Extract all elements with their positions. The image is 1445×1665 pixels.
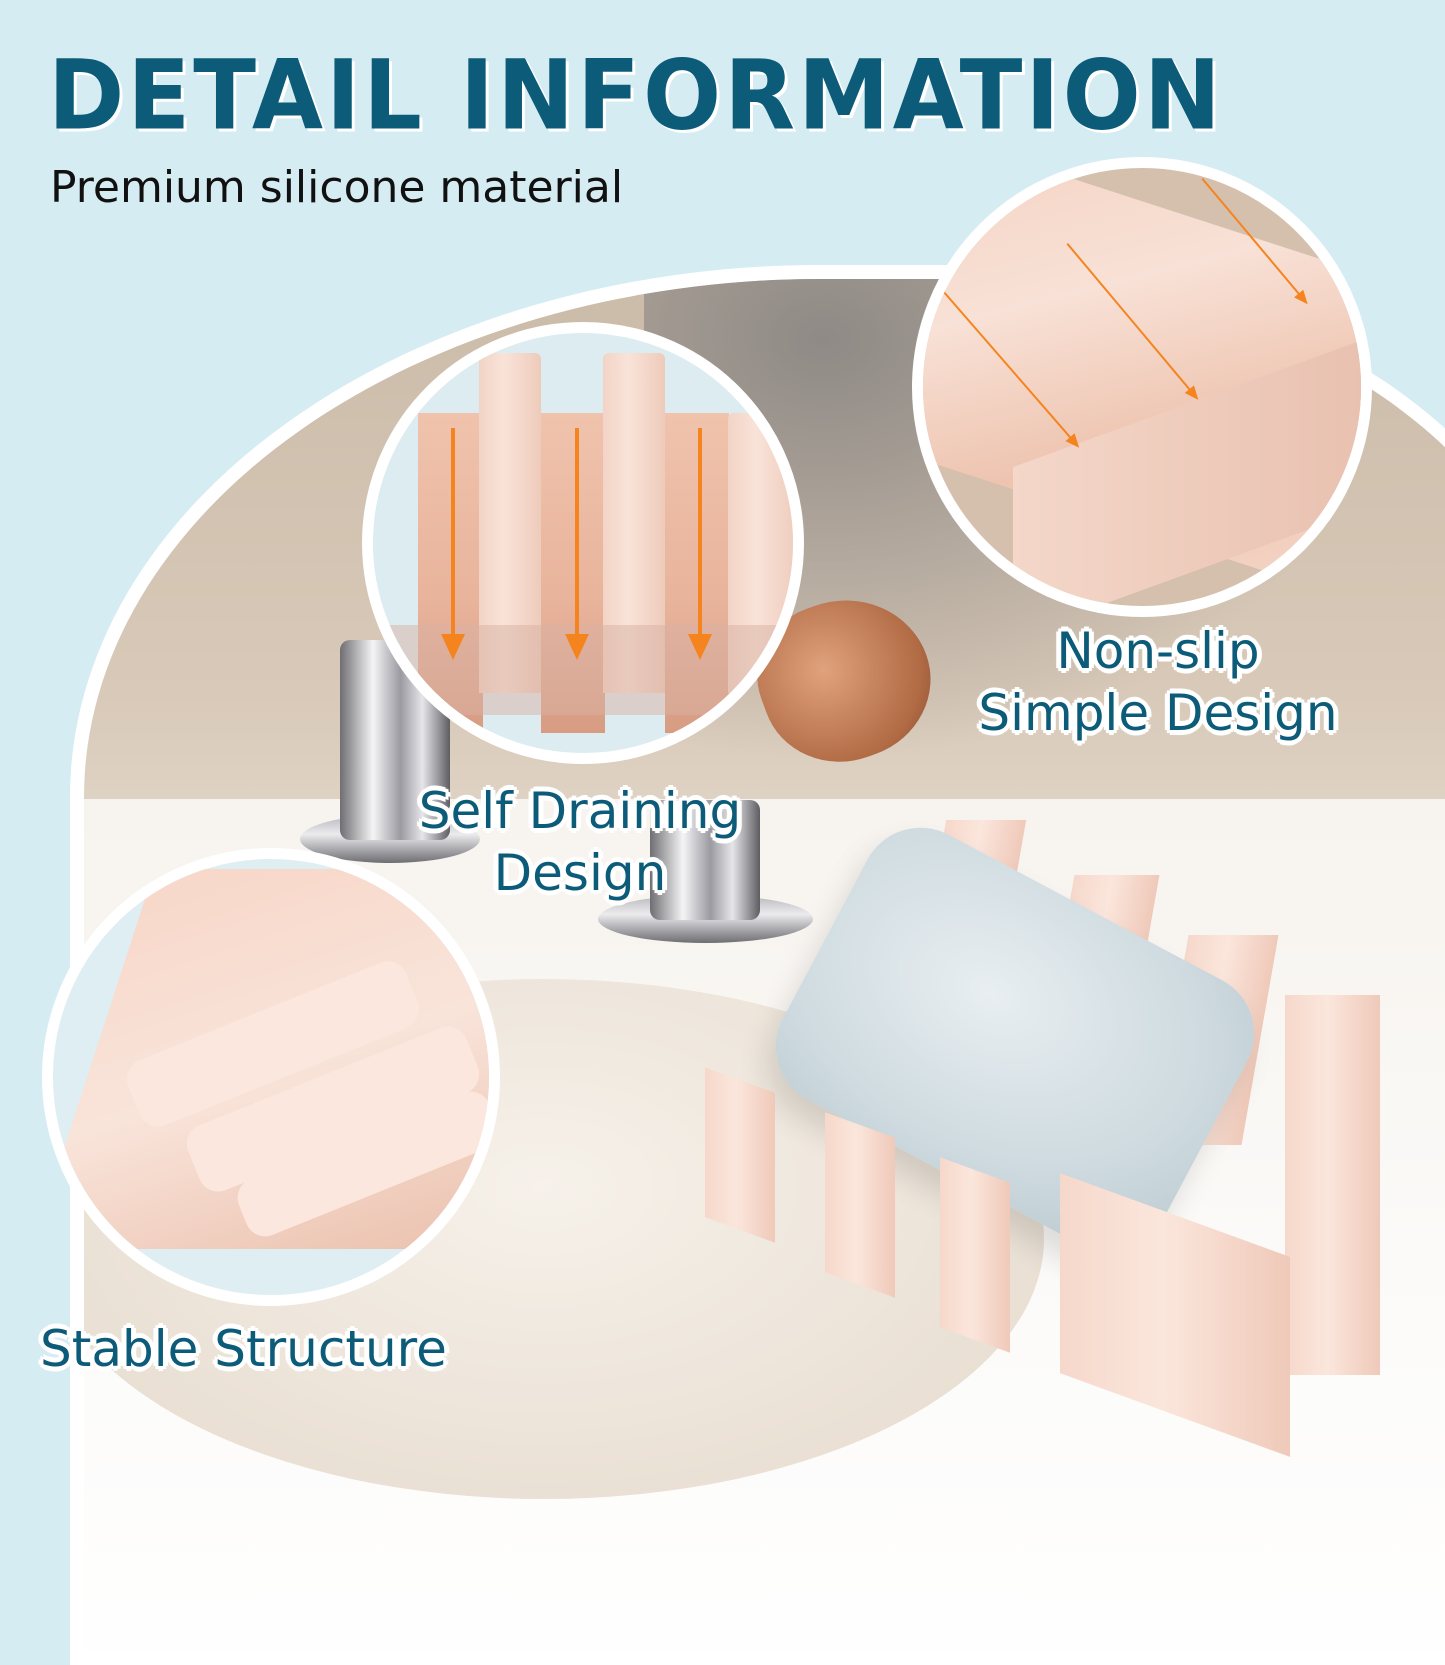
feature-label-self-draining: Self Draining Design [395,780,765,904]
page-title: DETAIL INFORMATION [48,39,1224,152]
orange-down-arrow-icon [441,428,465,660]
faucet-right [650,800,760,920]
self-draining-closeup [362,322,804,764]
feature-label-line: Simple Design [978,684,1338,742]
orange-down-arrow-icon [565,428,589,660]
dish-front-tooth [705,1067,775,1243]
dish-front-tooth [940,1157,1010,1353]
page-subtitle: Premium silicone material [50,162,624,213]
stable-structure-closeup [42,848,500,1306]
orange-down-arrow-icon [688,428,712,660]
non-slip-closeup [912,157,1372,617]
feature-label-line: Stable Structure [40,1320,447,1378]
dish-side-wall [1285,995,1380,1375]
feature-label-line: Non-slip [1056,622,1260,680]
product-infographic: DETAIL INFORMATION Premium silicone mate… [0,0,1445,1445]
feature-label-line: Self Draining [418,782,742,840]
feature-label-non-slip: Non-slip Simple Design [948,620,1368,744]
feature-label-stable: Stable Structure [40,1318,447,1380]
dish-front-tooth [825,1112,895,1298]
feature-label-line: Design [493,844,667,902]
